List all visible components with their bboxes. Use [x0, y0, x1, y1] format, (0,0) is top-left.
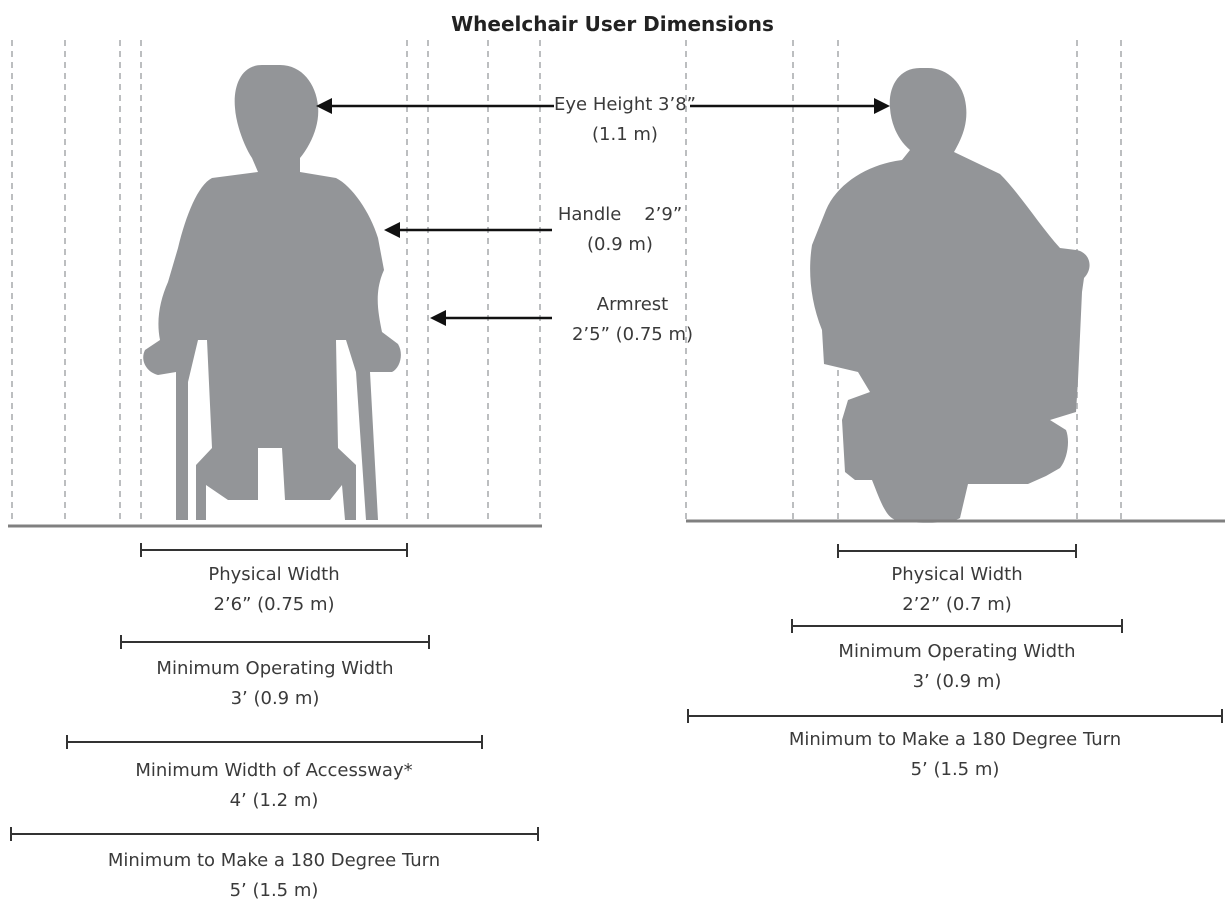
manual-width-value: 5’ (1.5 m)	[229, 880, 319, 901]
handle-height-label: Handle 2’9” (0.9 m)	[548, 200, 692, 260]
manual-physical-width-label: Physical Width 2’6” (0.75 m)	[124, 560, 424, 620]
scooter-turn-width-label: Minimum to Make a 180 Degree Turn 5’ (1.…	[705, 725, 1205, 785]
scooter-width-name: Minimum to Make a 180 Degree Turn	[788, 729, 1122, 750]
scooter-dimension-lines	[687, 544, 1223, 723]
scooter-width-value: 2’2” (0.7 m)	[902, 594, 1012, 615]
scooter-physical-width-label: Physical Width 2’2” (0.7 m)	[807, 560, 1107, 620]
scooter-width-value: 5’ (1.5 m)	[910, 759, 1000, 780]
armrest-height-label: Armrest 2’5” (0.75 m)	[545, 290, 720, 350]
manual-turn-width-label: Minimum to Make a 180 Degree Turn 5’ (1.…	[24, 846, 524, 906]
scooter-operating-width-label: Minimum Operating Width 3’ (0.9 m)	[782, 637, 1132, 697]
manual-width-name: Minimum Width of Accessway*	[135, 760, 413, 781]
scooter-guide-lines	[685, 40, 1122, 520]
manual-dimension-lines	[10, 543, 539, 841]
manual-width-name: Physical Width	[208, 564, 340, 585]
handle-height-imperial: Handle 2’9”	[557, 204, 683, 225]
scooter-width-name: Minimum Operating Width	[838, 641, 1076, 662]
manual-operating-width-label: Minimum Operating Width 3’ (0.9 m)	[100, 654, 450, 714]
handle-height-metric: (0.9 m)	[587, 234, 653, 255]
manual-accessway-width-label: Minimum Width of Accessway* 4’ (1.2 m)	[74, 756, 474, 816]
scooter-user-silhouette	[810, 68, 1090, 523]
armrest-height-metric: 2’5” (0.75 m)	[571, 324, 694, 345]
eye-height-label: Eye Height 3’8” (1.1 m)	[540, 90, 710, 150]
scooter-width-value: 3’ (0.9 m)	[912, 671, 1002, 692]
manual-width-name: Minimum to Make a 180 Degree Turn	[107, 850, 441, 871]
armrest-height-imperial: Armrest	[596, 294, 669, 315]
manual-wheelchair-user-silhouette	[143, 65, 401, 520]
height-arrows	[316, 98, 890, 326]
manual-width-value: 3’ (0.9 m)	[230, 688, 320, 709]
diagram-title: Wheelchair User Dimensions	[451, 12, 774, 36]
eye-height-imperial: Eye Height 3’8”	[554, 94, 696, 115]
manual-width-name: Minimum Operating Width	[156, 658, 394, 679]
manual-guide-lines	[11, 40, 541, 524]
manual-width-value: 2’6” (0.75 m)	[213, 594, 335, 615]
eye-height-metric: (1.1 m)	[592, 124, 658, 145]
scooter-width-name: Physical Width	[891, 564, 1023, 585]
manual-width-value: 4’ (1.2 m)	[229, 790, 319, 811]
